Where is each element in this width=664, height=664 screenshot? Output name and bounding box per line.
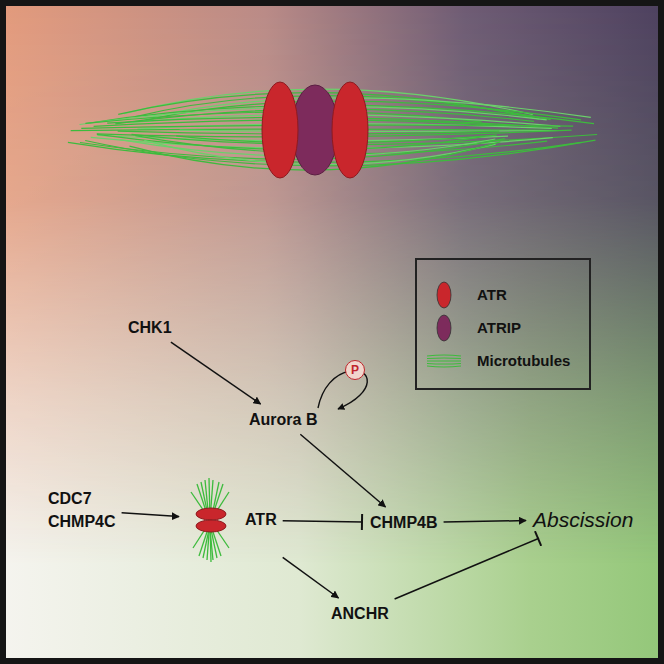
regulator-label: CDC7 CHMP4C: [45, 485, 119, 535]
node-text: Aurora B: [249, 411, 317, 428]
escrt-label: CHMP4B: [367, 511, 441, 534]
activation-arrow: [122, 513, 179, 517]
node-text: Abscission: [533, 508, 633, 531]
node-text: ANCHR: [331, 605, 389, 622]
atrip-ellipse: [292, 85, 338, 175]
legend-text: ATR: [477, 286, 507, 303]
kinase-label: Aurora B: [246, 408, 320, 431]
legend-row: Microtubules: [425, 344, 583, 377]
microtubule-sample: [425, 346, 463, 376]
legend-swatch: [425, 313, 463, 343]
node-text: CHMP4B: [370, 514, 438, 531]
legend-swatch: [437, 282, 451, 308]
legend-row: ATR: [425, 278, 583, 311]
atr-ellipse: [262, 82, 298, 178]
legend-text: Microtubules: [477, 352, 570, 369]
phosphate-mark: P: [345, 360, 365, 380]
activation-arrow: [171, 342, 261, 404]
outcome-label: Abscission: [530, 505, 636, 534]
legend-text: ATRIP: [477, 319, 521, 336]
node-text: ATR: [245, 510, 277, 529]
inhibition-connector: [283, 521, 363, 522]
activation-arrow: [283, 557, 339, 598]
kinase-label: CHK1: [125, 316, 175, 339]
legend-swatch: [425, 280, 463, 310]
atr-node: ATR: [183, 478, 280, 562]
microtubule: [180, 130, 561, 131]
atr-ellipse: [332, 82, 368, 178]
atr-microtubule-icon: [183, 478, 239, 562]
legend-box: ATR ATRIP Microtubules: [415, 258, 591, 390]
protein-label: ANCHR: [328, 602, 392, 625]
legend-row: ATRIP: [425, 311, 583, 344]
activation-arrow: [444, 521, 526, 522]
activation-arrow: [300, 434, 385, 507]
inhibition-connector: [395, 538, 539, 599]
legend-swatch: [437, 315, 451, 341]
node-text: CHK1: [128, 319, 172, 336]
node-text: CDC7 CHMP4C: [48, 487, 116, 533]
